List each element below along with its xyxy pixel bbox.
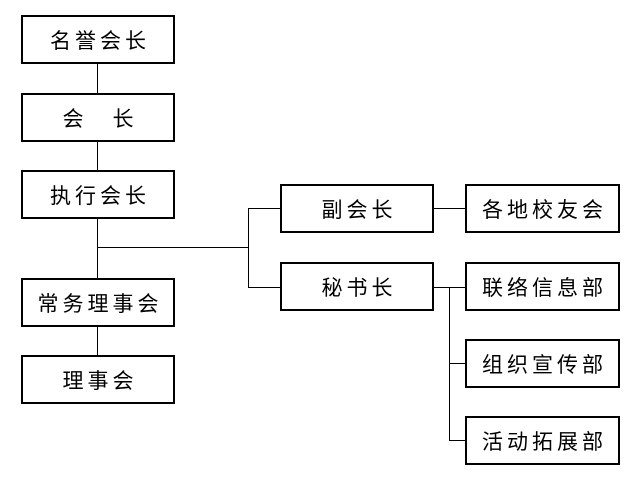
node-president: 会 长 (21, 93, 175, 142)
node-council: 理事会 (21, 355, 175, 404)
node-vice-president: 副会长 (280, 184, 434, 233)
connector-president-to-executive (97, 142, 98, 170)
connector-branch-to-secretary-general (248, 287, 280, 288)
connector-honorary-to-president (97, 64, 98, 93)
node-organization-publicity-dept: 组织宣传部 (465, 339, 620, 388)
connector-executive-to-standing-council (97, 219, 98, 278)
node-executive-president: 执行会长 (21, 170, 175, 219)
connector-vice-president-to-local-alumni (434, 208, 465, 209)
node-standing-council: 常务理事会 (21, 278, 175, 327)
connector-branch-to-vice-president (248, 208, 280, 209)
connector-to-activity-expansion-dept (449, 440, 465, 441)
connector-branch-vertical (248, 208, 249, 288)
connector-to-organization-publicity-dept (449, 363, 465, 364)
node-activity-expansion-dept: 活动拓展部 (465, 416, 620, 465)
node-secretary-general: 秘书长 (280, 262, 434, 311)
node-local-alumni-associations: 各地校友会 (465, 184, 620, 233)
connector-standing-council-to-council (97, 327, 98, 355)
connector-spine-branch-horizontal (98, 247, 248, 248)
node-liaison-information-dept: 联络信息部 (465, 262, 620, 311)
node-honorary-president: 名誉会长 (21, 15, 175, 64)
